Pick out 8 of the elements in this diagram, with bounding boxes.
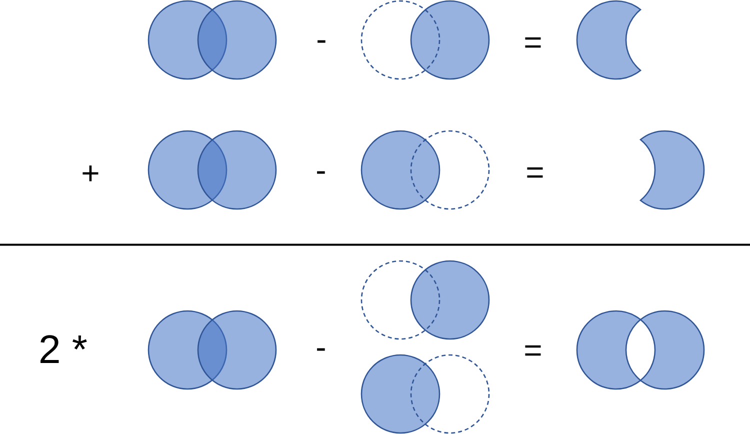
minus-sign: - (316, 23, 327, 55)
minus-sign: - (316, 331, 326, 363)
equals-sign: = (524, 26, 542, 58)
minus-sign: - (316, 154, 326, 186)
plus-sign: + (81, 157, 100, 189)
multiplier-label: 2 * (38, 330, 88, 370)
equals-sign: = (526, 156, 544, 188)
equals-sign: = (524, 334, 542, 366)
